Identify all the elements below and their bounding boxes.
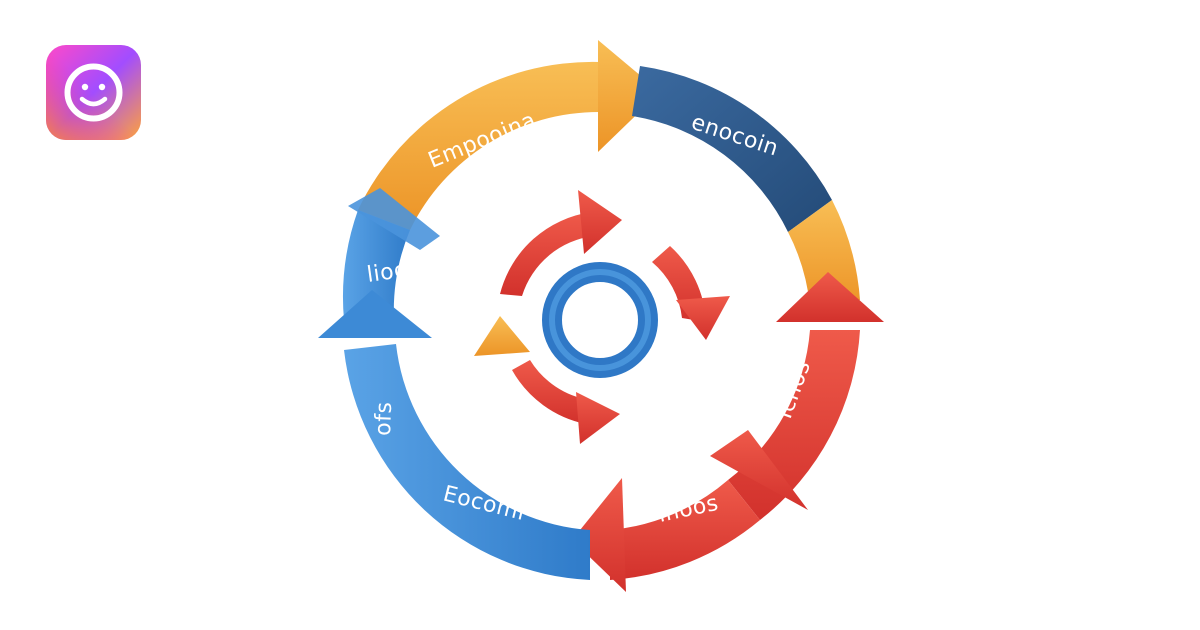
ring-segment-red-bottom [610, 480, 760, 580]
ring-segment-blue-bottom [344, 344, 590, 580]
ring-segment-orange [358, 61, 600, 230]
ring-segment-blue-left [342, 210, 410, 320]
segment-label-5: ofs [371, 401, 397, 436]
inner-arrow-bottom [512, 360, 590, 424]
outer-ring [318, 40, 884, 592]
arrowhead-red-right [776, 272, 884, 322]
arrowhead-blue-top [348, 188, 440, 250]
inner-arrowhead-right [676, 296, 730, 340]
inner-arrowhead-bottom [576, 392, 620, 444]
segment-label-6: liog [365, 257, 410, 288]
ring-segment-navy [632, 66, 832, 232]
ring-segment-orange-right [788, 200, 860, 306]
smiley-face-icon [64, 63, 123, 122]
inner-arrowhead-top [578, 190, 622, 254]
app-icon[interactable] [46, 45, 141, 140]
arrowhead-blue-left [318, 290, 432, 338]
arrowhead-orange [598, 40, 660, 152]
inner-cycle [474, 190, 730, 444]
inner-arrowhead-orange [474, 316, 530, 356]
inner-arrow-top [500, 212, 594, 296]
arrowhead-red-lower [710, 430, 808, 510]
arrowhead-red-bottom [572, 478, 626, 592]
